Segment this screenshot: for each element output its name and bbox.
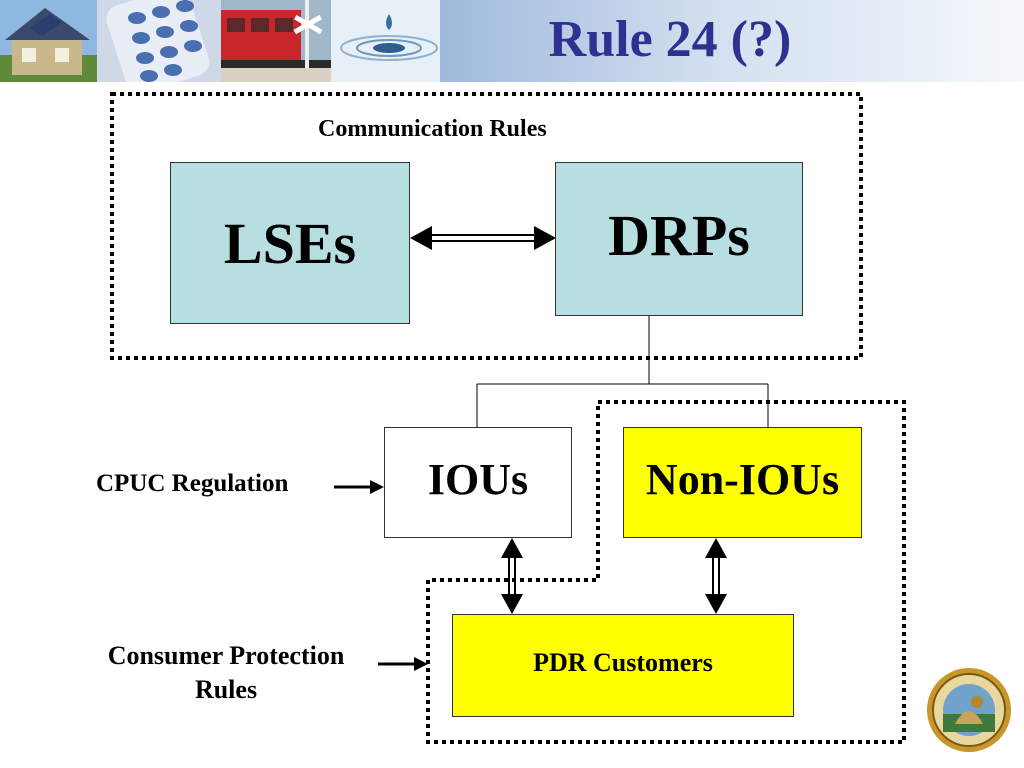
train-photo bbox=[221, 0, 331, 82]
drps-tree-connector bbox=[476, 316, 769, 427]
nonious-pdr-bidirectional-arrow bbox=[705, 538, 727, 614]
water-drop-photo bbox=[331, 0, 440, 82]
communication-rules-label: Communication Rules bbox=[318, 116, 547, 142]
lses-drps-bidirectional-arrow bbox=[410, 226, 556, 250]
consumer-protection-label-line1: Consumer Protection bbox=[107, 641, 345, 670]
drps-node: DRPs bbox=[555, 162, 803, 316]
ious-pdr-bidirectional-arrow bbox=[501, 538, 523, 614]
phone-keypad-photo bbox=[97, 0, 221, 82]
pdr-customers-node: PDR Customers bbox=[452, 614, 794, 717]
communication-rules-group bbox=[110, 92, 863, 360]
lses-node: LSEs bbox=[170, 162, 410, 324]
cpuc-regulation-arrow bbox=[334, 480, 384, 494]
non-ious-node: Non-IOUs bbox=[623, 427, 862, 538]
ious-node: IOUs bbox=[384, 427, 572, 538]
cpuc-regulation-label: CPUC Regulation bbox=[96, 470, 289, 497]
house-solar-photo bbox=[0, 0, 97, 82]
consumer-protection-label-line2: Rules bbox=[194, 675, 258, 704]
cpuc-seal-logo bbox=[927, 668, 1011, 752]
slide-title: Rule 24 (?) bbox=[548, 11, 792, 68]
consumer-protection-group bbox=[426, 400, 906, 744]
consumer-protection-arrow bbox=[378, 657, 428, 671]
